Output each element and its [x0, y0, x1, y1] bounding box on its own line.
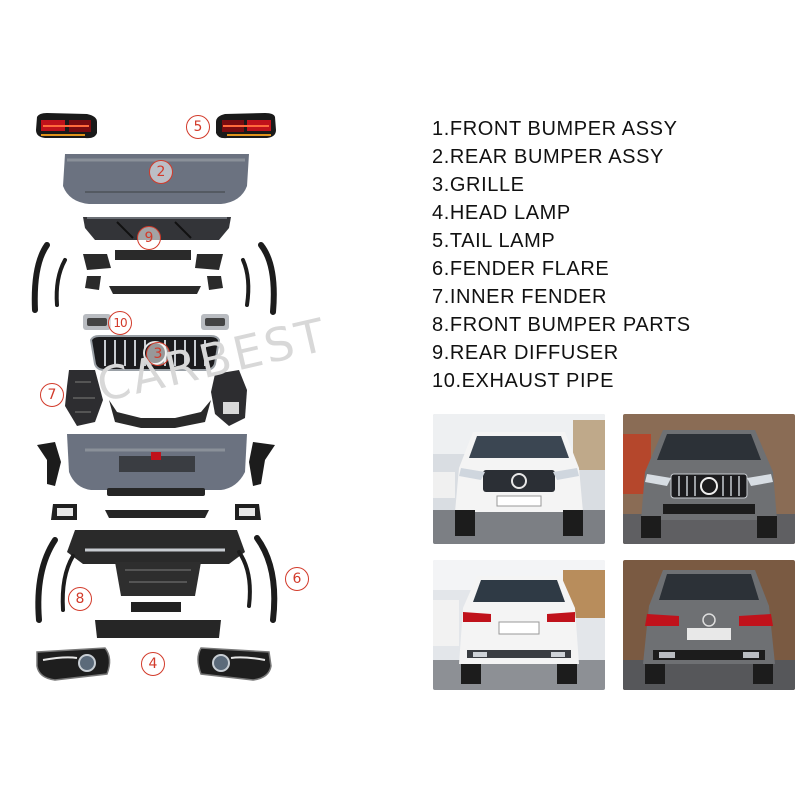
callout-3: 3	[146, 342, 170, 366]
callout-5: 5	[186, 115, 210, 139]
parts-list-item: 1.FRONT BUMPER ASSY	[432, 118, 678, 140]
parts-list-item: 2.REAR BUMPER ASSY	[432, 146, 664, 168]
parts-list-item: 8.FRONT BUMPER PARTS	[432, 314, 691, 336]
front-bracket-left	[37, 442, 61, 486]
front-lip-top	[107, 488, 205, 496]
fender-flare-right-inner	[237, 550, 252, 608]
callout-7: 7	[40, 383, 64, 407]
tail-lamp-left	[36, 113, 97, 139]
head-lamp-left	[36, 647, 111, 681]
callout-10: 10	[108, 311, 132, 335]
photo-front-before	[433, 414, 605, 544]
callout-9: 9	[137, 226, 161, 250]
parts-list-item: 10.EXHAUST PIPE	[432, 370, 615, 392]
tail-lamp-right	[216, 113, 276, 139]
callout-6: 6	[285, 567, 309, 591]
parts-list-item: 7.INNER FENDER	[432, 286, 608, 308]
callout-2: 2	[149, 160, 173, 184]
fender-trim-upper-left-inner	[54, 258, 67, 307]
photo-rear-after	[623, 560, 795, 690]
front-splitter	[67, 530, 245, 564]
callout-8: 8	[68, 587, 92, 611]
parts-list-item: 3.GRILLE	[432, 174, 525, 196]
fender-trim-upper-right	[258, 242, 277, 315]
exhaust-pipe-left	[83, 314, 111, 330]
rear-brackets	[83, 250, 223, 294]
parts-diagram	[31, 113, 278, 681]
fog-vent-left	[51, 504, 77, 520]
head-lamp-right	[197, 647, 272, 681]
parts-list-item: 6.FENDER FLARE	[432, 258, 610, 280]
front-bumper	[67, 434, 247, 490]
front-bumper-support	[109, 400, 211, 428]
fender-flare-right	[254, 535, 278, 623]
fender-trim-upper-right-inner	[241, 258, 251, 307]
parts-list-item: 9.REAR DIFFUSER	[432, 342, 619, 364]
parts-list-item: 4.HEAD LAMP	[432, 202, 571, 224]
fender-trim-upper-left	[31, 242, 50, 313]
callout-4: 4	[141, 652, 165, 676]
photo-rear-before	[433, 560, 605, 690]
exhaust-pipe-right	[201, 314, 229, 330]
plate-holder	[131, 602, 181, 612]
lower-diffuser	[95, 620, 221, 638]
fender-flare-left-inner	[60, 554, 75, 612]
fender-flare-left	[35, 537, 58, 623]
inner-fender-left	[65, 370, 103, 426]
parts-list: 1.FRONT BUMPER ASSY 2.REAR BUMPER ASSY 3…	[432, 115, 792, 395]
fog-vent-right	[235, 504, 261, 520]
photo-front-after	[623, 414, 795, 544]
front-bracket-right	[249, 442, 275, 486]
parts-list-item: 5.TAIL LAMP	[432, 230, 556, 252]
inner-fender-right	[211, 370, 247, 426]
front-lip-middle	[105, 510, 209, 518]
undertray	[115, 562, 201, 596]
